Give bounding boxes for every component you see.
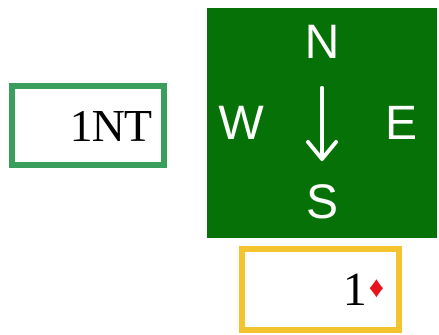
arrow-down-icon: [306, 86, 338, 161]
west-bid-text: 1NT: [69, 99, 152, 151]
south-bid-level: 1: [342, 262, 367, 316]
direction-west: W: [218, 97, 264, 150]
direction-south: S: [305, 176, 338, 229]
south-bid-card: 1 ♦: [239, 246, 402, 333]
west-bid-card: 1NT: [9, 83, 167, 168]
diamond-suit-icon: ♦: [368, 270, 384, 304]
direction-east: E: [384, 97, 417, 150]
direction-north: N: [304, 16, 340, 69]
compass-table: N W E S: [207, 8, 437, 238]
